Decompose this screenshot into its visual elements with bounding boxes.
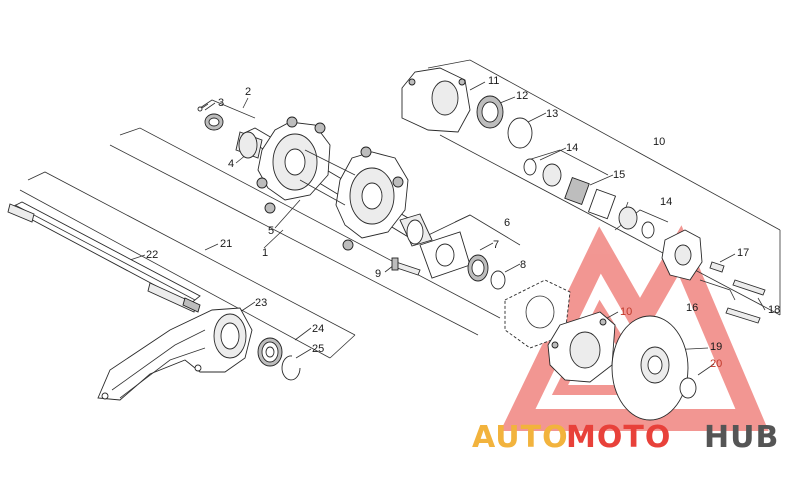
callout-15: 15 bbox=[613, 169, 625, 181]
bolts-18 bbox=[725, 279, 766, 324]
watermark-auto: AUTO bbox=[472, 420, 569, 455]
upper-housing bbox=[401, 67, 471, 133]
bushing-14b bbox=[618, 206, 655, 239]
callout-1: 1 bbox=[262, 247, 268, 259]
callout-21: 21 bbox=[220, 238, 232, 250]
watermark-hub: HUB bbox=[704, 420, 779, 455]
callout-17: 17 bbox=[737, 247, 749, 259]
callout-13: 13 bbox=[546, 108, 558, 120]
callout-22: 22 bbox=[146, 249, 158, 261]
chaincase-arm bbox=[97, 307, 253, 401]
callout-11: 11 bbox=[488, 75, 499, 87]
callout-16: 16 bbox=[686, 302, 698, 314]
callout-3: 3 bbox=[218, 97, 224, 109]
watermark-text: AUTO MOTO HUB bbox=[472, 420, 779, 455]
callout-2: 2 bbox=[245, 86, 251, 98]
callout-12: 12 bbox=[516, 90, 528, 102]
drive-axle-assembly bbox=[235, 116, 433, 251]
callout-9: 9 bbox=[375, 268, 381, 280]
snap-ring-25 bbox=[281, 355, 301, 381]
callout-23: 23 bbox=[255, 297, 267, 309]
snap-ring-20 bbox=[679, 377, 697, 399]
callout-14b: 14 bbox=[660, 196, 672, 208]
watermark-triangle-outer bbox=[500, 225, 769, 431]
callout-6: 6 bbox=[504, 217, 510, 229]
bracket-lines bbox=[19, 59, 781, 359]
callout-19: 19 bbox=[710, 341, 722, 353]
caliper-16 bbox=[661, 229, 736, 301]
callout-8: 8 bbox=[520, 259, 526, 271]
callout-labels: 1 2 3 4 5 6 7 8 9 10 10 11 12 13 14 14 1… bbox=[146, 75, 780, 370]
callout-24: 24 bbox=[312, 323, 324, 335]
callout-5: 5 bbox=[268, 225, 274, 237]
brake-disc-19 bbox=[611, 315, 689, 421]
callout-4: 4 bbox=[228, 158, 234, 170]
bearing-assembly-2 bbox=[197, 103, 224, 131]
o-ring-13 bbox=[507, 117, 533, 149]
callout-20: 20 bbox=[710, 358, 722, 370]
callout-10b: 10 bbox=[620, 306, 632, 318]
caliper-housing bbox=[547, 311, 616, 383]
drive-shaft bbox=[7, 201, 201, 313]
callout-10a: 10 bbox=[653, 136, 665, 148]
bushing-14a bbox=[523, 158, 562, 187]
callout-25: 25 bbox=[312, 343, 324, 355]
seal-7 bbox=[467, 254, 489, 282]
callout-14a: 14 bbox=[566, 142, 578, 154]
callout-18: 18 bbox=[768, 304, 780, 316]
bolt-9 bbox=[391, 257, 421, 276]
brake-pads-15 bbox=[564, 177, 617, 220]
o-ring-8 bbox=[490, 270, 506, 290]
bearing-12 bbox=[476, 95, 504, 129]
bearing-24 bbox=[257, 337, 283, 367]
watermark-moto: MOTO bbox=[566, 420, 671, 455]
callout-7: 7 bbox=[493, 239, 499, 251]
